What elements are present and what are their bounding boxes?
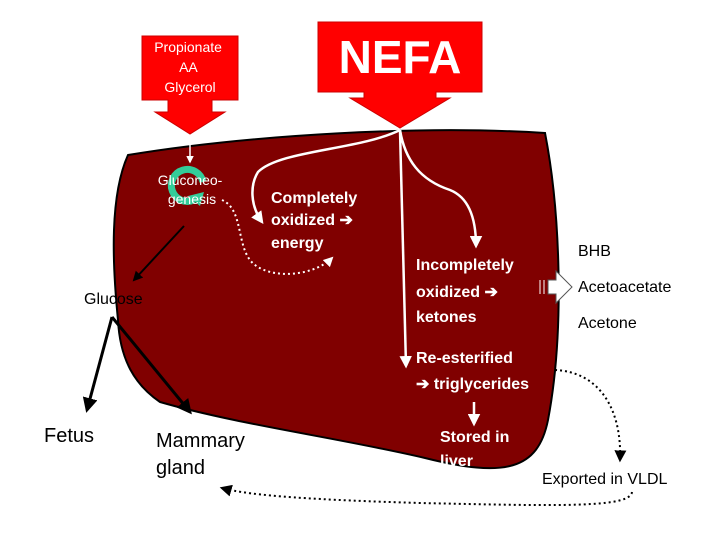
reesterified-line-2: ➔ triglycerides	[416, 376, 529, 393]
nefa-arrow	[317, 21, 483, 129]
precursor-line-3: Glycerol	[164, 79, 215, 95]
fetus-label: Fetus	[44, 425, 94, 447]
completely-line-2: oxidized ➔	[271, 212, 353, 229]
gluconeo-line-2: genesis	[168, 191, 216, 207]
incompletely-line-1: Incompletely	[416, 257, 514, 274]
ketone-bhb: BHB	[578, 243, 611, 260]
svg-text:Mammary gland: Mammary gland	[156, 430, 250, 479]
precursor-line-2: AA	[179, 59, 198, 75]
svg-text:Propionate AA Glycerol: Propionate AA Glycerol	[154, 39, 226, 95]
svg-text:Re-esterified ➔ triglyceri: Re-esterified ➔ triglycerides	[416, 350, 529, 393]
stored-line-2: liver	[440, 453, 473, 470]
to-vldl-dotted-arrow	[554, 369, 627, 463]
incompletely-line-3: ketones	[416, 309, 477, 326]
svg-text:Completely oxidized ➔: Completely oxidized ➔ energy	[271, 190, 362, 252]
vldl-to-mammary-dotted-arrow	[219, 484, 633, 507]
incompletely-line-2: oxidized ➔	[416, 284, 498, 301]
gluconeo-to-energy-dotted	[221, 199, 334, 275]
glucose-label: Glucose	[84, 291, 143, 308]
stored-line-1: Stored in	[440, 429, 509, 446]
arrow-to-completely	[251, 128, 401, 225]
svg-text:Incompletely oxidized ➔: Incompletely oxidized ➔ ketones	[416, 257, 518, 326]
precursor-arrow	[141, 35, 239, 135]
glucose-to-mammary-arrow	[110, 316, 192, 415]
ketones-out-arrow	[539, 269, 573, 305]
completely-line-1: Completely	[271, 190, 357, 207]
glucose-to-fetus-arrow	[82, 316, 114, 413]
gluconeo-to-glucose-arrow	[132, 225, 185, 282]
ketone-acetoacetate: Acetoacetate	[578, 279, 672, 296]
mammary-line-1: Mammary	[156, 430, 245, 452]
cycle-icon	[167, 165, 207, 206]
precursor-line-1: Propionate	[154, 39, 222, 55]
mammary-line-2: gland	[156, 457, 205, 479]
exported-vldl-label: Exported in VLDL	[542, 471, 668, 488]
ketone-acetone: Acetone	[578, 315, 637, 332]
arrow-to-reesterified	[398, 129, 412, 369]
arrow-to-incompletely	[398, 129, 483, 249]
nefa-label: NEFA	[339, 31, 462, 83]
svg-text:Gluconeo- genesis: Gluconeo- genesis	[158, 172, 226, 207]
svg-text:Stored in liver: Stored in liver	[440, 429, 514, 470]
reesterified-line-1: Re-esterified	[416, 350, 513, 367]
completely-line-3: energy	[271, 235, 324, 252]
gluconeo-line-1: Gluconeo-	[158, 172, 223, 188]
